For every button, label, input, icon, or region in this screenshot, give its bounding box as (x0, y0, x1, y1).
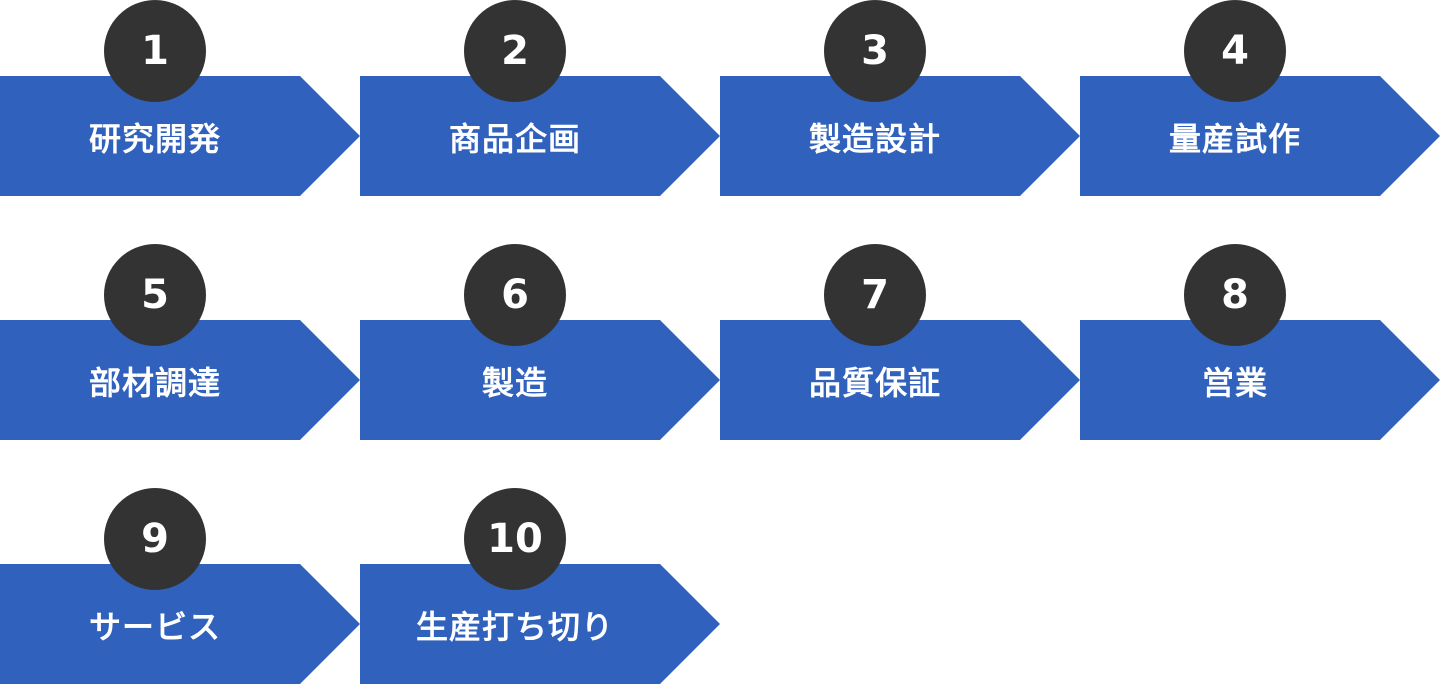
step-arrow (0, 76, 360, 196)
step-arrow (1080, 320, 1440, 440)
step-label: 品質保証 (808, 364, 941, 402)
step-number-badge: 2 (464, 0, 566, 102)
process-step: 研究開発 1 (0, 0, 360, 196)
step-label: 部材調達 (88, 364, 221, 402)
step-label: 研究開発 (88, 120, 221, 158)
process-step: 営業 8 (1080, 244, 1440, 440)
process-step: 品質保証 7 (720, 244, 1080, 440)
step-number-badge: 7 (824, 244, 926, 346)
step-number-badge: 9 (104, 488, 206, 590)
process-step: サービス 9 (0, 488, 360, 684)
step-label: 営業 (1201, 364, 1268, 402)
step-label: 生産打ち切り (415, 608, 614, 646)
process-step: 製造設計 3 (720, 0, 1080, 196)
step-arrow (360, 76, 720, 196)
process-step: 商品企画 2 (360, 0, 720, 196)
step-label: 製造 (481, 364, 548, 402)
process-step: 生産打ち切り 10 (360, 488, 720, 684)
step-number-badge: 6 (464, 244, 566, 346)
process-step: 製造 6 (360, 244, 720, 440)
step-label: サービス (88, 608, 221, 646)
step-arrow (0, 564, 360, 684)
process-step: 量産試作 4 (1080, 0, 1440, 196)
step-number-badge: 10 (464, 488, 566, 590)
step-label: 量産試作 (1168, 120, 1301, 158)
step-arrow (720, 76, 1080, 196)
step-arrow (0, 320, 360, 440)
step-number-badge: 8 (1184, 244, 1286, 346)
step-number-badge: 5 (104, 244, 206, 346)
step-arrow (1080, 76, 1440, 196)
step-arrow (360, 320, 720, 440)
step-number-badge: 4 (1184, 0, 1286, 102)
step-arrow (360, 564, 720, 684)
step-arrow (720, 320, 1080, 440)
step-number-badge: 3 (824, 0, 926, 102)
step-number-badge: 1 (104, 0, 206, 102)
process-step: 部材調達 5 (0, 244, 360, 440)
step-label: 商品企画 (448, 120, 581, 158)
step-label: 製造設計 (808, 120, 941, 158)
